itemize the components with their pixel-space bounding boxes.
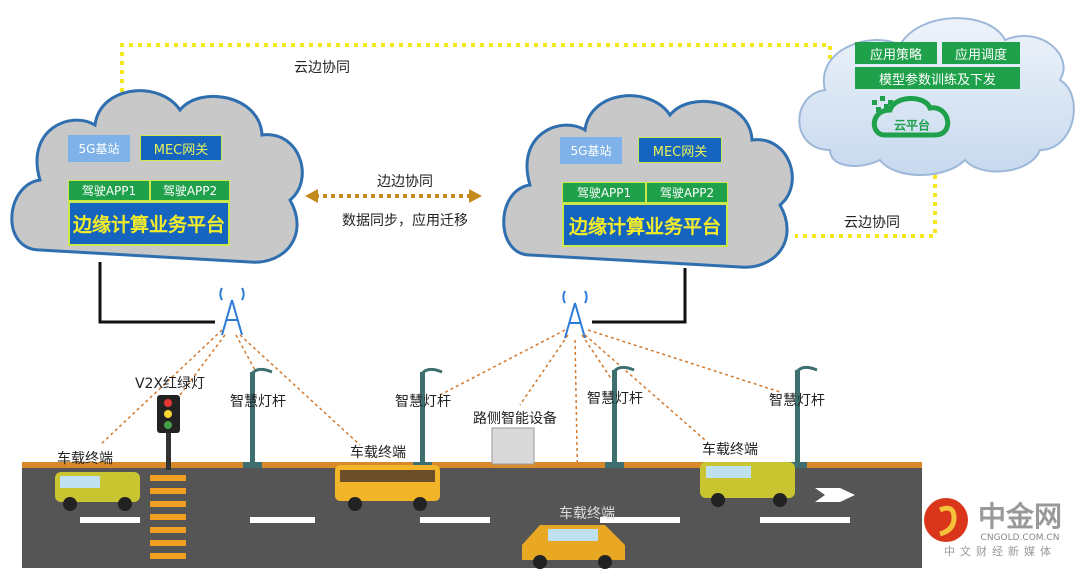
- watermark-tagline: 中文财经新媒体: [944, 545, 1056, 558]
- app-scheduling-box: 应用调度: [942, 42, 1020, 64]
- driving-app2-box: 驾驶APP2: [646, 182, 728, 203]
- lane-markings: [80, 488, 855, 523]
- vehicle-terminal-label: 车载终端: [702, 442, 758, 458]
- car-icon: [700, 462, 795, 507]
- cloud-edge-sync-label: 云边协同: [294, 60, 350, 76]
- bus-icon: [335, 465, 440, 511]
- cloud-edge-link-right: [795, 175, 937, 238]
- arrow-right-icon: [469, 189, 482, 203]
- driving-app2-box: 驾驶APP2: [150, 180, 230, 201]
- antenna-tower-icon: [219, 287, 245, 336]
- arrow-left-icon: [305, 189, 318, 203]
- smart-lamp-pole-icon: [788, 365, 818, 468]
- cloud-edge-sync-label: 云边协同: [844, 215, 900, 231]
- cloud-platform-icon: [871, 96, 951, 138]
- cloud-edge-link-top: [120, 43, 832, 92]
- driving-app1-box: 驾驶APP1: [562, 182, 646, 203]
- car-icon: [55, 472, 140, 511]
- vehicle-terminal-label: 车载终端: [57, 451, 113, 467]
- model-training-box: 模型参数训练及下发: [855, 67, 1020, 89]
- traffic-light-icon: [157, 395, 180, 470]
- watermark-name: 中金网: [977, 500, 1063, 533]
- mec-gateway-box: MEC网关: [140, 135, 222, 161]
- smart-lamp-pole-icon: [413, 367, 443, 468]
- vehicle-terminal-label: 车载终端: [559, 506, 615, 522]
- antenna-tower-icon: [562, 290, 588, 339]
- lamp-label: 智慧灯杆: [230, 394, 286, 410]
- crosswalk: [150, 475, 186, 559]
- mec-gateway-box: MEC网关: [638, 137, 722, 163]
- lamp-label: 智慧灯杆: [587, 391, 643, 407]
- lamp-label: 智慧灯杆: [395, 394, 451, 410]
- lamp-label: 智慧灯杆: [769, 393, 825, 409]
- roadside-device-icon: [491, 427, 535, 465]
- wire-left: [98, 262, 215, 324]
- cloud-platform-label: 云平台: [893, 118, 931, 133]
- vehicle-terminal-label: 车载终端: [350, 445, 406, 461]
- 5g-base-station-box: 5G基站: [560, 137, 622, 164]
- smart-lamp-pole-icon: [243, 367, 273, 468]
- wire-right: [592, 268, 687, 324]
- roadside-device-label: 路侧智能设备: [473, 411, 557, 427]
- car-icon: [522, 525, 625, 569]
- app-strategy-box: 应用策略: [855, 42, 937, 64]
- traffic-light-label: V2X红绿灯: [134, 376, 206, 392]
- watermark-domain: CNGOLD.COM.CN: [980, 533, 1060, 543]
- watermark-logo-icon: [924, 498, 968, 542]
- edge-platform-box: 边缘计算业务平台: [562, 203, 728, 247]
- sidewalk-edge: [22, 462, 922, 468]
- edge-edge-title: 边边协同: [377, 174, 433, 190]
- edge-edge-desc: 数据同步，应用迁移: [342, 213, 468, 229]
- 5g-base-station-box: 5G基站: [68, 135, 130, 162]
- driving-app1-box: 驾驶APP1: [68, 180, 150, 201]
- smart-lamp-pole-icon: [605, 365, 635, 468]
- edge-platform-box: 边缘计算业务平台: [68, 201, 230, 246]
